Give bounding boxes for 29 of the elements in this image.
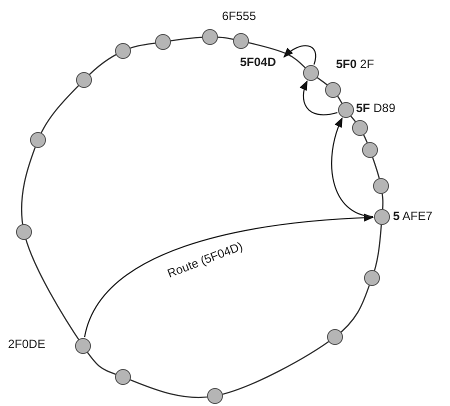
route-arrow [300,80,338,116]
node-id-label: 6F555 [222,10,256,22]
peer-node [327,329,343,345]
peer-node [233,33,249,49]
peer-node [115,369,131,385]
route-arrow [84,214,374,338]
peer-node [364,270,380,286]
peer-node [303,65,319,81]
node-id-label: 5F04D [240,56,276,68]
peer-node [202,29,218,45]
route-arrow [331,117,374,218]
peer-node [155,34,171,50]
peer-node [374,209,390,225]
peer-node [76,72,92,88]
node-id-label: 5F D89 [356,102,396,114]
node-id-label: 5F0 2F [336,58,374,70]
peer-node [338,102,354,118]
node-id-label: 5 AFE7 [393,210,432,222]
peer-node [352,120,368,136]
peer-node [362,142,378,158]
peer-node [75,338,91,354]
peer-node [115,43,131,59]
node-id-label: 2F0DE [8,338,46,350]
peer-node [16,224,32,240]
peer-node [325,82,341,98]
route-arrow [283,45,316,65]
peer-node [207,388,223,404]
peer-node [30,132,46,148]
peer-node [373,178,389,194]
